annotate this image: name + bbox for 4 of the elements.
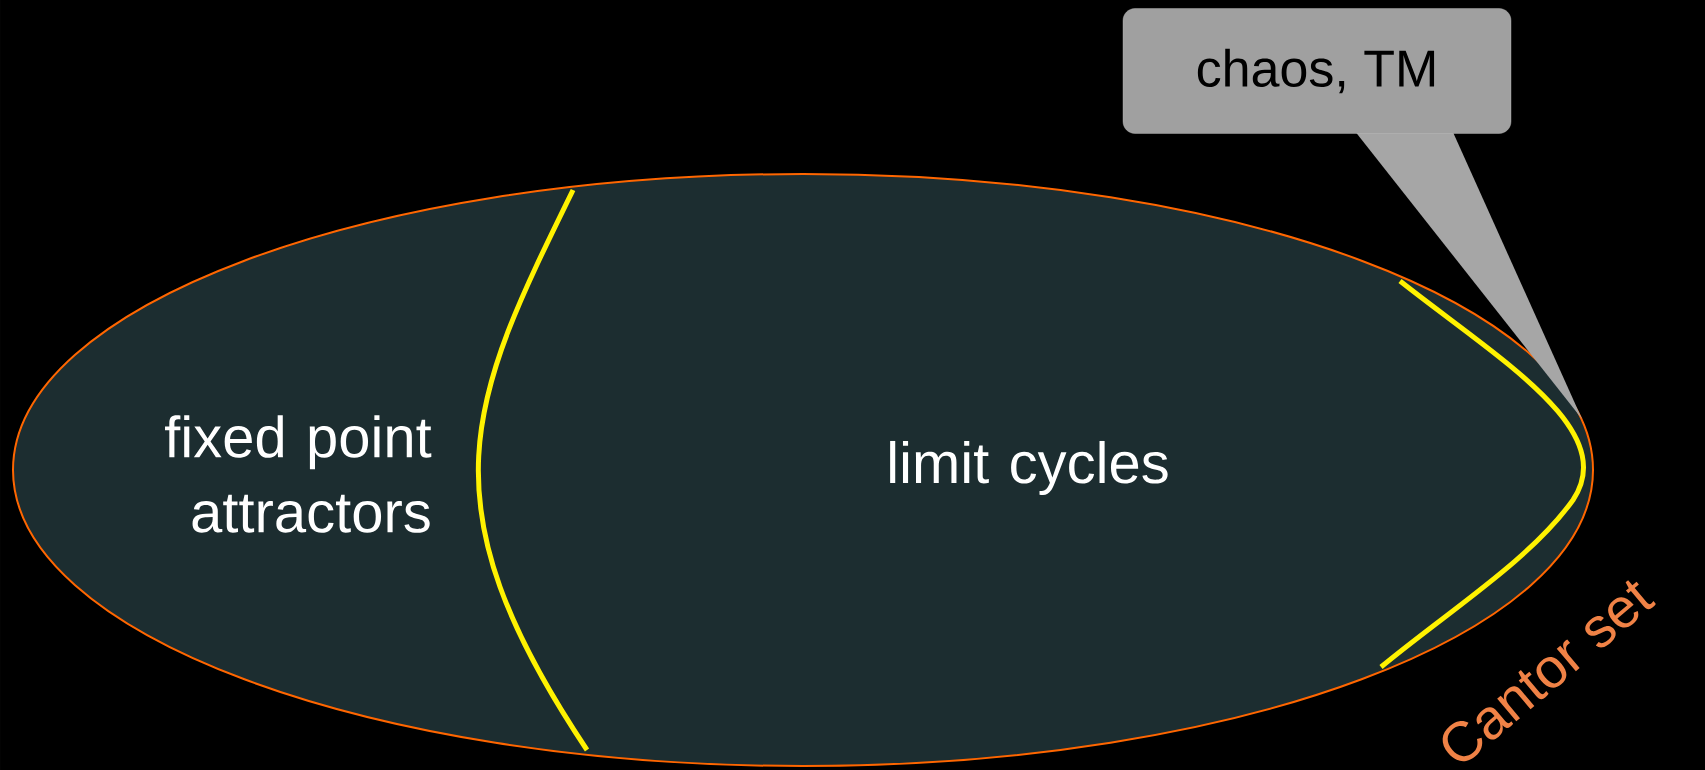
region-label: limit cycles — [890, 440, 1168, 495]
callout-bubble: chaos, TM — [1122, 8, 1582, 419]
node-label: chaos, TM — [1197, 48, 1435, 94]
region-label: fixed point attractors — [165, 415, 432, 533]
